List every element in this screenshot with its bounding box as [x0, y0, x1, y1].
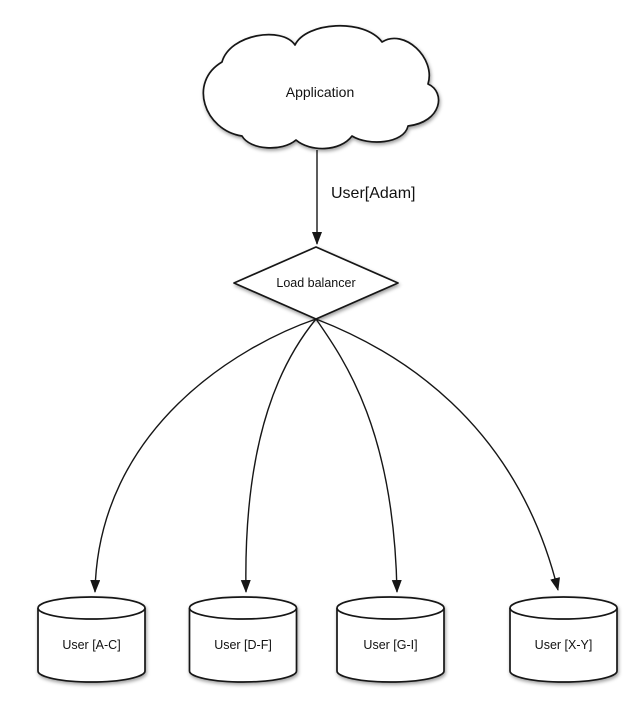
shard-node-4: User [X-Y] — [509, 596, 618, 683]
load-balancer-node: Load balancer — [233, 246, 399, 320]
database-cylinder-icon — [509, 608, 618, 683]
database-cylinder-icon — [37, 608, 146, 683]
cylinder-top-icon — [37, 596, 146, 620]
database-cylinder-icon — [188, 608, 298, 683]
cylinder-top-icon — [509, 596, 618, 620]
cloud-icon — [202, 24, 440, 150]
cylinder-top-icon — [188, 596, 298, 620]
shard-arrow-4 — [315, 318, 560, 591]
load-balancer-label: Load balancer — [276, 276, 355, 290]
request-arrow-label: User[Adam] — [331, 185, 415, 202]
shard-arrow-1 — [90, 318, 317, 593]
database-cylinder-icon — [336, 608, 445, 683]
shard-arrow-2 — [240, 318, 317, 593]
shard-label-3: User [G-I] — [363, 638, 417, 652]
shard-arrow-3 — [315, 318, 402, 593]
shard-arrows — [90, 318, 560, 593]
application-label: Application — [286, 84, 355, 100]
request-arrow: User[Adam] — [312, 150, 415, 245]
shard-node-3: User [G-I] — [336, 596, 445, 683]
shard-node-2: User [D-F] — [188, 596, 298, 683]
shard-label-1: User [A-C] — [62, 638, 120, 652]
application-cloud-node: Application — [202, 24, 440, 150]
shard-label-4: User [X-Y] — [535, 638, 593, 652]
cylinder-top-icon — [336, 596, 445, 620]
shard-label-2: User [D-F] — [214, 638, 272, 652]
shard-node-1: User [A-C] — [37, 596, 146, 683]
